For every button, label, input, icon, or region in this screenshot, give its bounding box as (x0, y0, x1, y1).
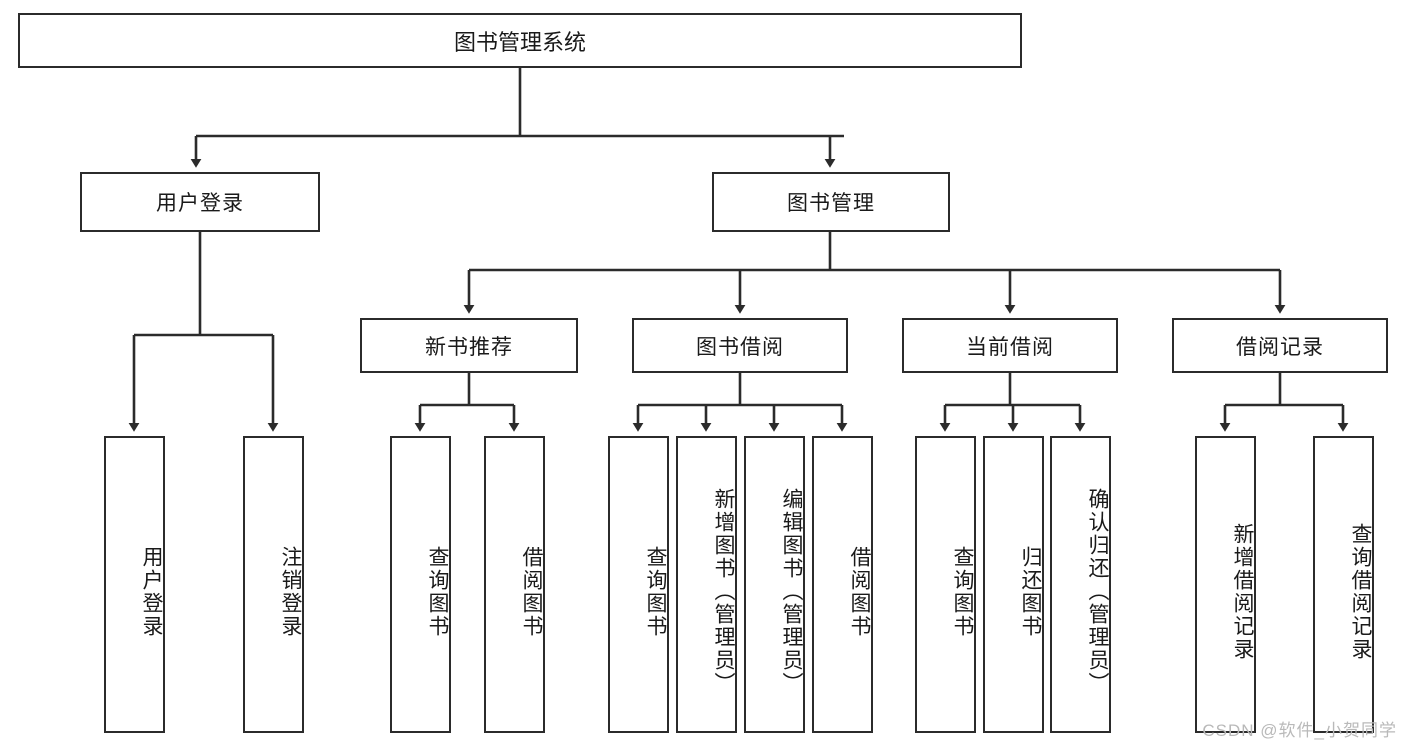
leaf-return-books[interactable]: 归还图书 (983, 436, 1044, 733)
node-label: 新增借阅记录 (1231, 522, 1254, 661)
leaf-add-book-admin[interactable]: 新增图书（管理员） (676, 436, 737, 733)
node-label: 借阅图书 (520, 545, 543, 638)
node-new-book-recommend[interactable]: 新书推荐 (360, 318, 578, 373)
leaf-borrow-books-recommend[interactable]: 借阅图书 (484, 436, 545, 733)
node-label: 当前借阅 (966, 335, 1054, 359)
node-label: 图书管理系统 (453, 29, 586, 55)
node-label: 查询借阅记录 (1349, 522, 1372, 661)
node-label: 归还图书 (1019, 545, 1042, 638)
node-label: 用户登录 (140, 545, 163, 638)
node-label: 注销登录 (279, 545, 302, 638)
node-label: 图书借阅 (696, 335, 784, 359)
leaf-confirm-return-admin[interactable]: 确认归还（管理员） (1050, 436, 1111, 733)
node-user-login[interactable]: 用户登录 (80, 172, 320, 232)
node-label: 新书推荐 (425, 335, 513, 359)
node-label: 用户登录 (156, 192, 244, 215)
leaf-borrow-books[interactable]: 借阅图书 (812, 436, 873, 733)
leaf-query-books-current[interactable]: 查询图书 (915, 436, 976, 733)
node-borrow-record[interactable]: 借阅记录 (1172, 318, 1388, 373)
leaf-query-borrow-record[interactable]: 查询借阅记录 (1313, 436, 1374, 733)
leaf-edit-book-admin[interactable]: 编辑图书（管理员） (744, 436, 805, 733)
leaf-user-login[interactable]: 用户登录 (104, 436, 165, 733)
leaf-query-books-recommend[interactable]: 查询图书 (390, 436, 451, 733)
leaf-add-borrow-record[interactable]: 新增借阅记录 (1195, 436, 1256, 733)
node-label: 查询图书 (426, 545, 449, 638)
node-current-borrow[interactable]: 当前借阅 (902, 318, 1118, 373)
node-label: 确认归还（管理员） (1086, 488, 1109, 695)
node-label: 图书管理 (787, 192, 875, 215)
node-label: 借阅记录 (1236, 335, 1324, 359)
node-root-library-system[interactable]: 图书管理系统 (18, 13, 1022, 68)
node-label: 查询图书 (644, 545, 667, 638)
node-book-borrow[interactable]: 图书借阅 (632, 318, 848, 373)
watermark: CSDN @软件_小贺同学 (1202, 721, 1397, 740)
node-label: 新增图书（管理员） (712, 488, 735, 695)
node-label: 编辑图书（管理员） (780, 488, 803, 695)
node-book-management[interactable]: 图书管理 (712, 172, 950, 232)
node-label: 查询图书 (951, 545, 974, 638)
node-label: 借阅图书 (848, 545, 871, 638)
leaf-query-books-borrow[interactable]: 查询图书 (608, 436, 669, 733)
leaf-logout[interactable]: 注销登录 (243, 436, 304, 733)
